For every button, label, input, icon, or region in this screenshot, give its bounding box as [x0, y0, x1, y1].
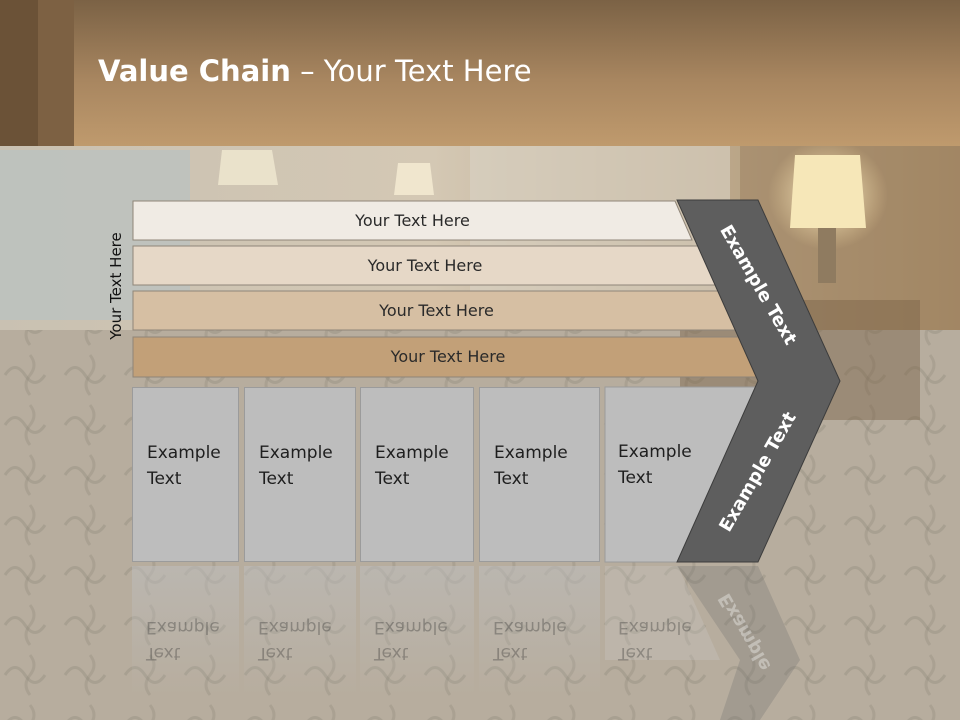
row-3: Your Text Here [133, 291, 740, 331]
page-title: Value Chain – Your Text Here [98, 54, 532, 88]
title-bold: Value Chain [98, 54, 291, 88]
box-text-line: Example [259, 443, 333, 463]
reflection-text: Example [374, 617, 448, 637]
row-2: Your Text Here [133, 246, 717, 286]
reflection-text: Text [374, 643, 409, 663]
box-text-line: Example [375, 443, 449, 463]
box-text-line: Text [259, 469, 294, 489]
reflection-text: Example [258, 617, 332, 637]
row-4: Your Text Here [133, 337, 763, 377]
box-text-line: Example [494, 443, 568, 463]
box-text-line: Example [618, 442, 692, 462]
header-stripe [38, 0, 74, 146]
box-text-line: Text [147, 469, 182, 489]
row-1: Your Text Here [133, 201, 692, 241]
box-text-line: Text [494, 469, 529, 489]
reflection-text: Example [146, 617, 220, 637]
box-reflection: Text Example [479, 566, 600, 720]
row-label: Your Text Here [367, 256, 483, 275]
reflection-text: Example [493, 617, 567, 637]
row-label: Your Text Here [390, 347, 506, 366]
box-text-line: Text [375, 469, 410, 489]
reflection-text: Text [493, 643, 528, 663]
row-label: Your Text Here [379, 301, 494, 320]
title-rest: – Your Text Here [290, 54, 532, 88]
header-stripe [0, 0, 38, 146]
reflection-text: Text [146, 643, 181, 663]
box-text-line: Example [147, 443, 221, 463]
box-reflection: Text Example [132, 566, 239, 720]
reflection-text: Text [618, 643, 653, 663]
box-reflection: Text Example [604, 566, 700, 720]
box-reflection: Text Example [360, 566, 474, 720]
box-reflection: Text Example [244, 566, 356, 720]
reflection-text: Text [258, 643, 293, 663]
side-label: Your Text Here [107, 232, 125, 340]
box-text-line: Text [618, 468, 653, 488]
reflection-text: Example [618, 617, 692, 637]
header-band: Value Chain – Your Text Here [0, 0, 960, 146]
row-label: Your Text Here [355, 211, 470, 230]
